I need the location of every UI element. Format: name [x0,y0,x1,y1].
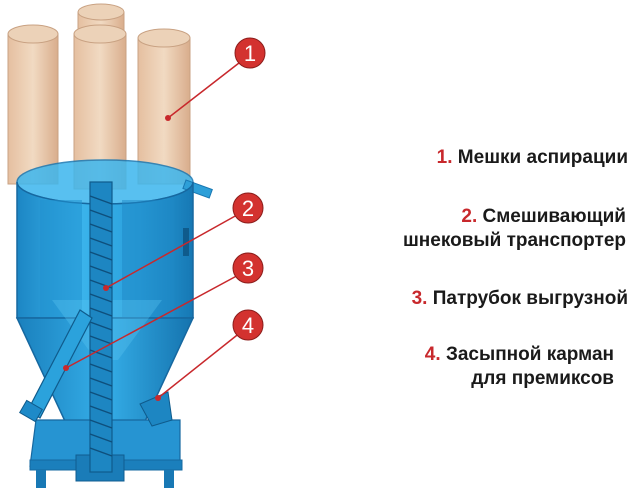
svg-text:1: 1 [244,41,256,66]
marker-2: 2 [232,192,264,224]
marker-4: 4 [232,309,264,341]
svg-text:3: 3 [242,256,254,281]
legend-text-4-line-1: Засыпной карман [445,344,614,365]
legend-item-1: 1. Мешки аспирации [437,146,628,170]
legend-number-1: 1. [436,147,453,168]
legend-item-2: 2. Смешивающий шнековый транспортер [403,205,626,253]
legend-text-2-line-2: шнековый транспортер [402,230,626,251]
leader-line-2 [105,209,247,289]
legend-text-4-line-2: для премиксов [471,368,614,389]
legend-text-1: Мешки аспирации [457,147,628,168]
leader-line-1 [167,55,249,119]
leader-lines [65,55,249,399]
bag-left [7,24,59,185]
marker-3: 3 [232,252,264,284]
auger-conveyor [89,181,113,473]
leader-line-3 [65,271,245,369]
bag-right [137,28,191,185]
legend-item-4: 4. Засыпной карман для премиксов [425,343,614,391]
legend-number-4: 4. [424,344,441,365]
svg-text:4: 4 [242,313,254,338]
legend-number-2: 2. [461,206,478,227]
legend-text-3: Патрубок выгрузной [432,288,628,309]
legend-item-3: 3. Патрубок выгрузной [412,287,628,311]
svg-text:2: 2 [242,196,254,221]
legend-text-2-line-1: Смешивающий [482,206,626,227]
leader-line-4 [157,327,247,399]
mixer-tank [15,159,213,488]
auger-flights [89,195,113,457]
legend-number-3: 3. [411,288,428,309]
discharge-pipe [19,309,93,423]
leader-dots [63,115,171,401]
marker-1: 1 [234,37,266,69]
